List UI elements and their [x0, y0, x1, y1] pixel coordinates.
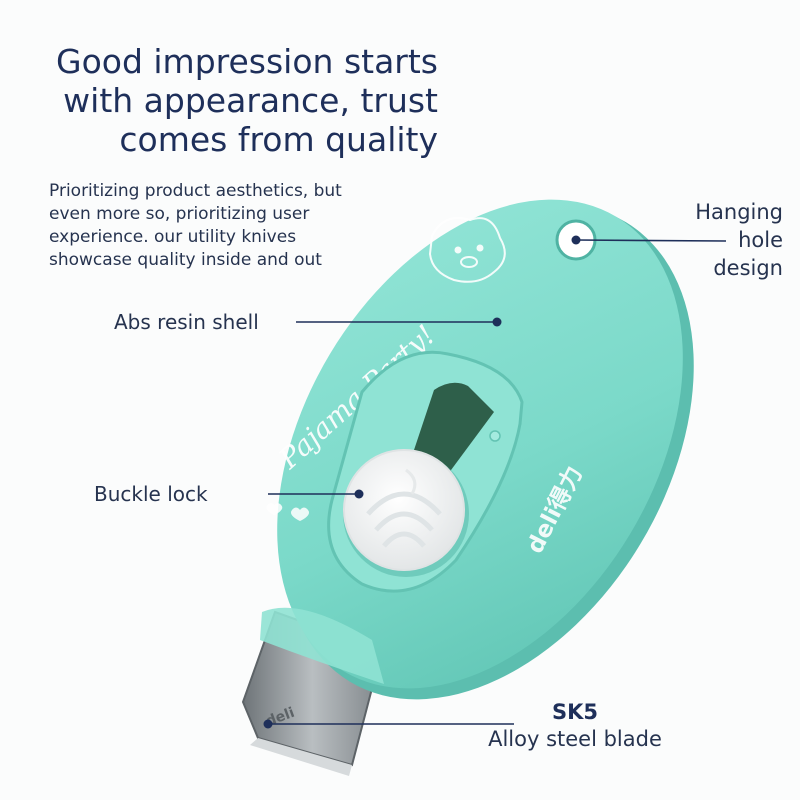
callout-dots: [263, 235, 581, 729]
headline-line-2: with appearance, trust: [63, 81, 438, 120]
callout-hole-line-2: hole: [738, 228, 783, 252]
heart-decoration: [266, 503, 309, 521]
description: Prioritizing product aesthetics, but eve…: [49, 180, 399, 272]
headline-line-1: Good impression starts: [56, 42, 438, 81]
description-line-1: Prioritizing product aesthetics, but: [49, 181, 342, 201]
buckle-knob: [343, 449, 469, 577]
bear-decoration: [428, 217, 506, 283]
description-line-3: experience. our utility knives: [49, 227, 297, 247]
callout-shell-label: Abs resin shell: [114, 310, 259, 334]
callout-buckle-label: Buckle lock: [94, 482, 208, 506]
callout-blade-text: Alloy steel blade: [488, 727, 662, 751]
headline: Good impression starts with appearance, …: [18, 42, 438, 159]
callout-blade-label: SK5 Alloy steel blade: [470, 698, 680, 752]
description-line-2: even more so, prioritizing user: [49, 204, 310, 224]
callout-hole-label: Hanging hole design: [695, 198, 783, 282]
callout-blade-grade: SK5: [551, 700, 598, 724]
headline-line-3: comes from quality: [119, 120, 438, 159]
callout-hole-line-1: Hanging: [695, 200, 783, 224]
description-line-4: showcase quality inside and out: [49, 250, 322, 270]
callout-lines: [268, 239, 727, 725]
shell-lip: [260, 607, 384, 684]
callout-hole-line-3: design: [713, 256, 783, 280]
